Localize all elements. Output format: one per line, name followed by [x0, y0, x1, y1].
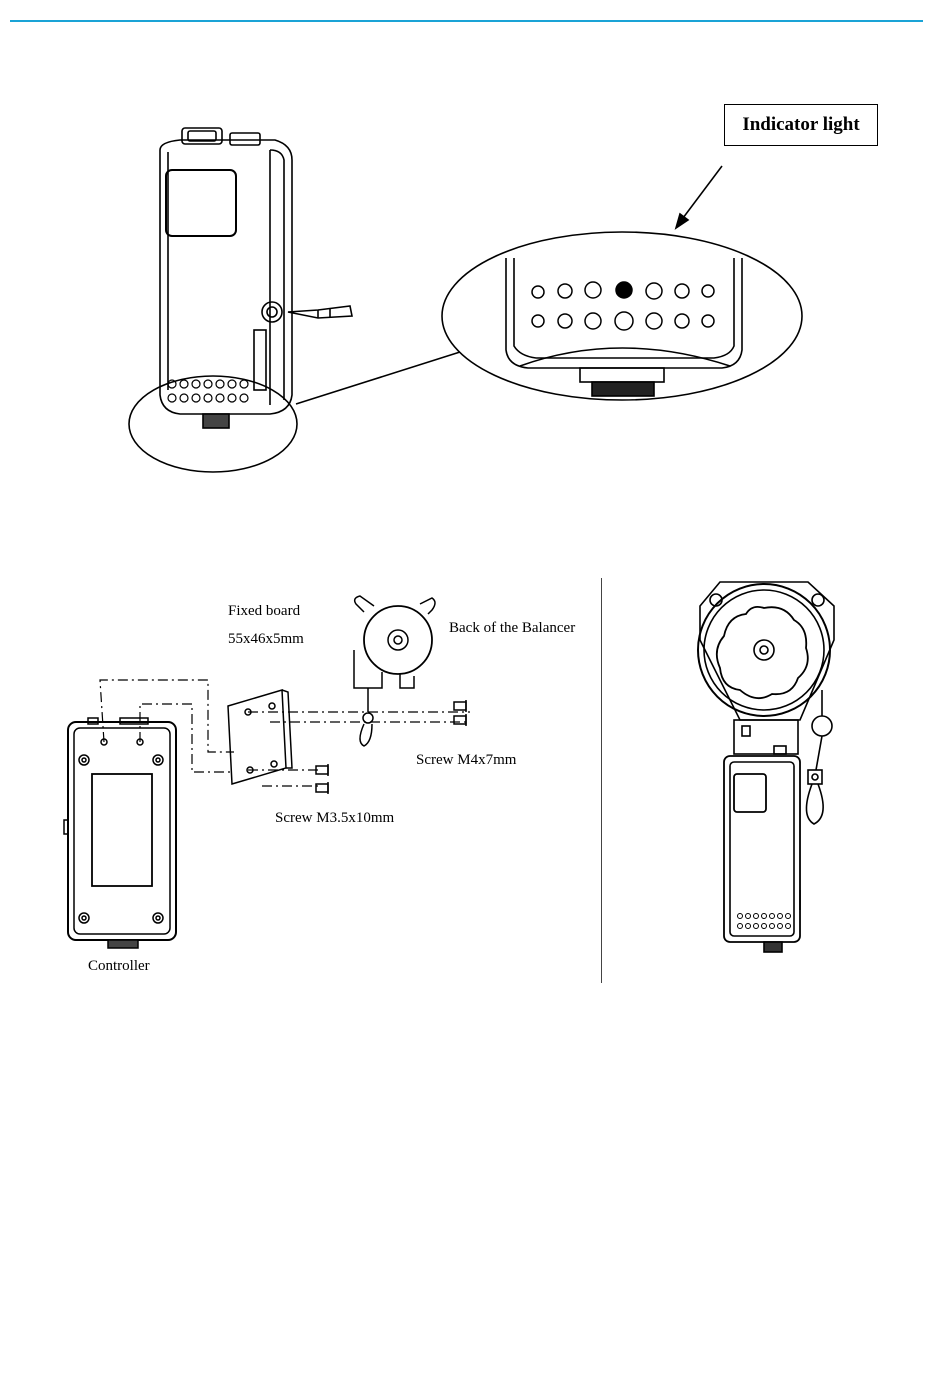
device-indicators-small	[168, 380, 248, 402]
callout-arrow	[680, 166, 722, 222]
controller-back-view	[64, 718, 176, 948]
detail-circle-large	[442, 232, 802, 400]
label-screw-m35: Screw M3.5x10mm	[275, 810, 394, 827]
indicator-light-lit	[616, 282, 632, 298]
label-fixed-board: Fixed board	[228, 603, 300, 620]
label-balancer-back: Back of the Balancer	[449, 620, 575, 637]
balancer-back-view	[354, 596, 435, 746]
figure-divider	[601, 578, 602, 983]
label-screw-m4: Screw M4x7mm	[416, 752, 516, 769]
zoomed-indicator-row-bottom	[532, 312, 714, 330]
screws-m35	[316, 764, 328, 794]
assembled-balancer-view	[698, 582, 834, 952]
zoomed-indicator-row-top	[532, 282, 714, 299]
label-controller: Controller	[88, 958, 150, 975]
mounting-guide-lines	[100, 680, 470, 786]
indicator-light-callout: Indicator light	[724, 104, 878, 146]
label-fixed-board-size: 55x46x5mm	[228, 631, 304, 648]
